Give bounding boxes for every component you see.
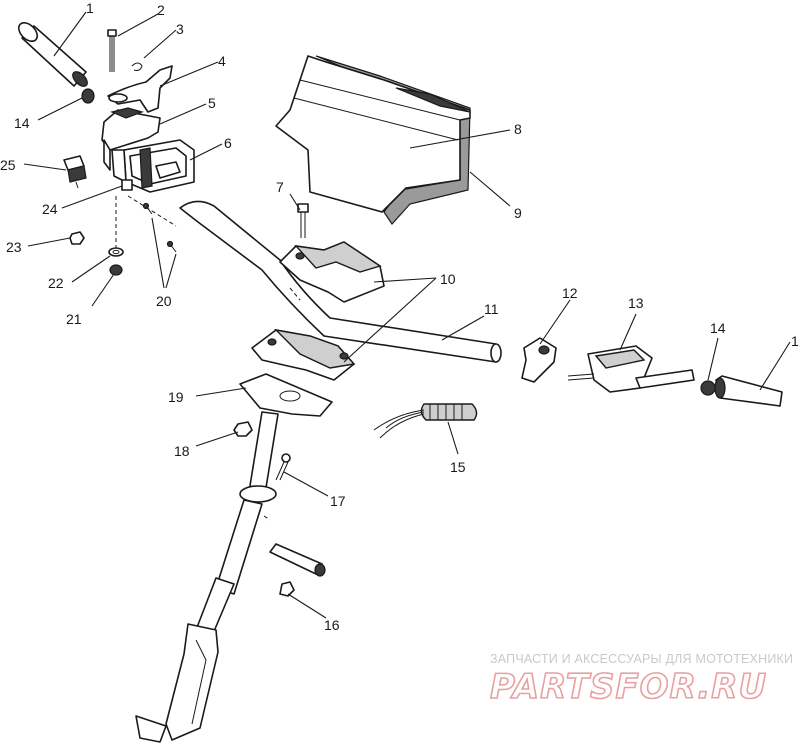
callout-21: 21 bbox=[66, 311, 82, 327]
callout-labels: 1 2 3 4 5 6 7 8 9 10 11 12 13 14 14 1 15… bbox=[0, 0, 799, 633]
throttle-lever bbox=[107, 65, 173, 113]
callout-20: 20 bbox=[156, 293, 172, 309]
nut-21 bbox=[109, 264, 123, 276]
clip-3 bbox=[131, 62, 143, 71]
callout-4: 4 bbox=[218, 53, 226, 69]
switch-25 bbox=[63, 155, 87, 189]
bolt-2 bbox=[107, 29, 117, 72]
bolt-7 bbox=[297, 203, 309, 238]
callout-17: 17 bbox=[330, 493, 346, 509]
callout-11: 11 bbox=[484, 301, 499, 317]
leader-lines bbox=[23, 11, 791, 619]
callout-23: 23 bbox=[6, 239, 22, 255]
callout-24: 24 bbox=[42, 201, 58, 217]
callout-22: 22 bbox=[48, 275, 64, 291]
watermark-logo: PARTSFOR.RU bbox=[490, 667, 767, 707]
hood-fairing bbox=[275, 55, 471, 225]
throttle-housing bbox=[101, 107, 161, 171]
pin-16 bbox=[269, 543, 326, 597]
callout-1-left: 1 bbox=[86, 0, 94, 16]
washer-22 bbox=[108, 247, 124, 257]
watermark-tagline: ЗАПЧАСТИ И АКСЕССУАРЫ ДЛЯ МОТОТЕХНИКИ bbox=[490, 652, 793, 666]
brake-lever bbox=[567, 345, 695, 393]
callout-2: 2 bbox=[157, 2, 165, 18]
callout-1-right: 1 bbox=[791, 333, 799, 349]
left-grip bbox=[17, 21, 88, 87]
callout-18: 18 bbox=[174, 443, 190, 459]
screws-20 bbox=[142, 202, 177, 253]
callout-7: 7 bbox=[276, 179, 284, 195]
callout-5: 5 bbox=[208, 95, 216, 111]
watermark: ЗАПЧАСТИ И АКСЕССУАРЫ ДЛЯ МОТОТЕХНИКИ PA… bbox=[489, 652, 793, 708]
heater-element bbox=[373, 403, 478, 439]
callout-12: 12 bbox=[562, 285, 578, 301]
callout-15: 15 bbox=[450, 459, 466, 475]
callout-6: 6 bbox=[224, 135, 232, 151]
callout-13: 13 bbox=[628, 295, 644, 311]
right-grip bbox=[714, 375, 783, 407]
upper-clamp bbox=[279, 241, 385, 303]
callout-25: 25 bbox=[0, 157, 16, 173]
callout-14-right: 14 bbox=[710, 320, 726, 336]
steering-column bbox=[135, 411, 279, 743]
bracket-24 bbox=[121, 179, 133, 191]
switch-housing bbox=[111, 139, 195, 193]
callout-8: 8 bbox=[514, 121, 522, 137]
callout-19: 19 bbox=[168, 389, 184, 405]
bracket-12 bbox=[521, 337, 557, 383]
left-end-cap bbox=[81, 88, 95, 104]
handlebar bbox=[179, 200, 502, 363]
nut-23 bbox=[69, 231, 85, 245]
callout-14-left: 14 bbox=[14, 115, 30, 131]
callout-10: 10 bbox=[440, 271, 456, 287]
callout-3: 3 bbox=[176, 21, 184, 37]
right-end-cap bbox=[700, 380, 716, 396]
nut-18 bbox=[233, 421, 253, 437]
screw-17 bbox=[275, 453, 291, 481]
callout-9: 9 bbox=[514, 205, 522, 221]
mounting-plate bbox=[239, 373, 333, 417]
lower-clamp bbox=[251, 328, 356, 381]
callout-16: 16 bbox=[324, 617, 340, 633]
